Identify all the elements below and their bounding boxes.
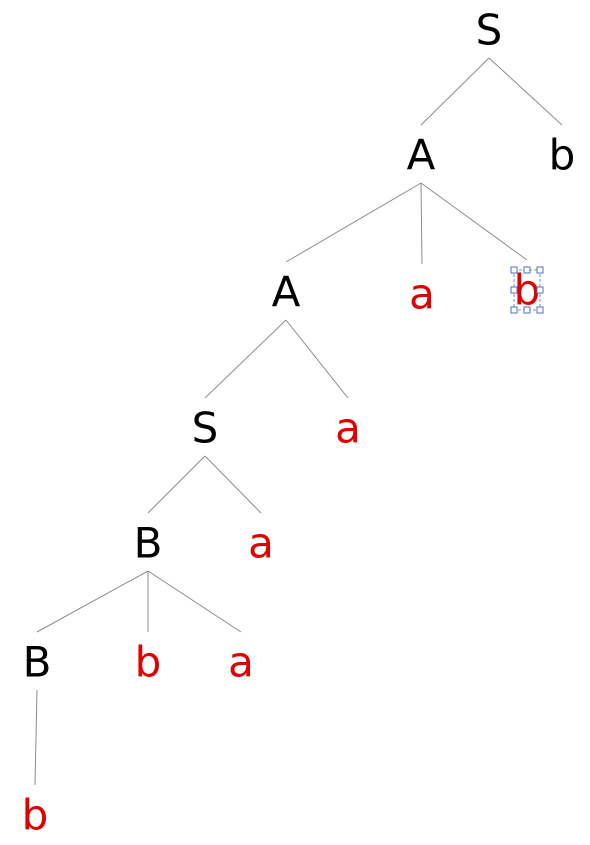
tree-node-b-n11: B: [23, 638, 52, 687]
tree-node-b-n3: b: [549, 131, 576, 180]
tree-node-b-n9: B: [134, 519, 163, 568]
tree-edge-n2-n5: [420, 182, 423, 265]
tree-edge-n4-n8: [285, 319, 349, 399]
tree-node-a-n10: a: [248, 519, 274, 568]
tree-node-a-n13: a: [228, 638, 254, 687]
tree-edge-n1-n3: [488, 57, 563, 126]
resize-handle-1-0[interactable]: [510, 286, 518, 294]
tree-edge-n1-n2: [420, 57, 490, 126]
tree-node-a-n8: a: [335, 404, 361, 453]
tree-edge-n9-n11: [36, 570, 149, 633]
tree-node-b-n6[interactable]: b: [514, 266, 541, 315]
tree-edge-n7-n9: [147, 455, 206, 514]
resize-handle-2-1[interactable]: [523, 306, 531, 314]
tree-edge-n2-n6: [420, 182, 528, 261]
tree-edge-n7-n10: [204, 455, 262, 514]
tree-edge-n11-n14: [34, 689, 38, 786]
tree-node-a-n2: A: [407, 131, 436, 180]
resize-handle-0-0[interactable]: [510, 266, 518, 274]
resize-handle-0-2[interactable]: [536, 266, 544, 274]
resize-handle-0-1[interactable]: [523, 266, 531, 274]
tree-edges: [34, 57, 563, 786]
tree-node-b-n12: b: [135, 638, 162, 687]
selection-overlay[interactable]: [510, 266, 544, 314]
tree-node-a-n4: A: [272, 268, 301, 317]
tree-edge-n9-n13: [147, 570, 242, 633]
tree-edge-n4-n7: [204, 319, 287, 399]
tree-node-a-n5: a: [409, 270, 435, 319]
resize-handle-1-2[interactable]: [536, 286, 544, 294]
resize-handle-2-0[interactable]: [510, 306, 518, 314]
tree-node-s-n7: S: [192, 404, 219, 453]
tree-edge-n2-n4: [285, 182, 422, 263]
tree-node-b-n14: b: [22, 791, 49, 840]
resize-handle-2-2[interactable]: [536, 306, 544, 314]
tree-node-s-n1: S: [476, 6, 503, 55]
